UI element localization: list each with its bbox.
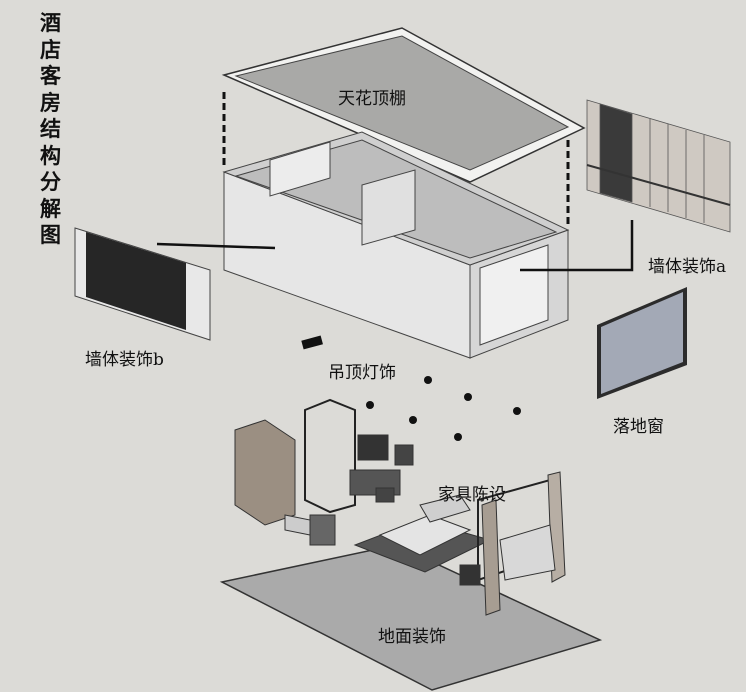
diagram-title: 酒店客房结构分解图 xyxy=(40,10,61,247)
label-wall-a: 墙体装饰a xyxy=(648,257,727,277)
label-lights: 吊顶灯饰 xyxy=(328,363,396,383)
wall-decoration-a xyxy=(520,99,731,272)
label-wall-b: 墙体装饰b xyxy=(85,350,164,370)
label-furniture: 家具陈设 xyxy=(438,485,506,505)
ceiling-lights xyxy=(301,335,521,441)
floor-window xyxy=(597,287,687,399)
room-shell xyxy=(222,131,570,359)
floor-panel xyxy=(219,544,603,691)
label-ceiling: 天花顶棚 xyxy=(338,89,406,109)
label-floor: 地面装饰 xyxy=(378,627,446,647)
wall-decoration-b xyxy=(74,227,276,341)
furniture-set xyxy=(234,398,566,616)
label-window: 落地窗 xyxy=(613,417,664,437)
